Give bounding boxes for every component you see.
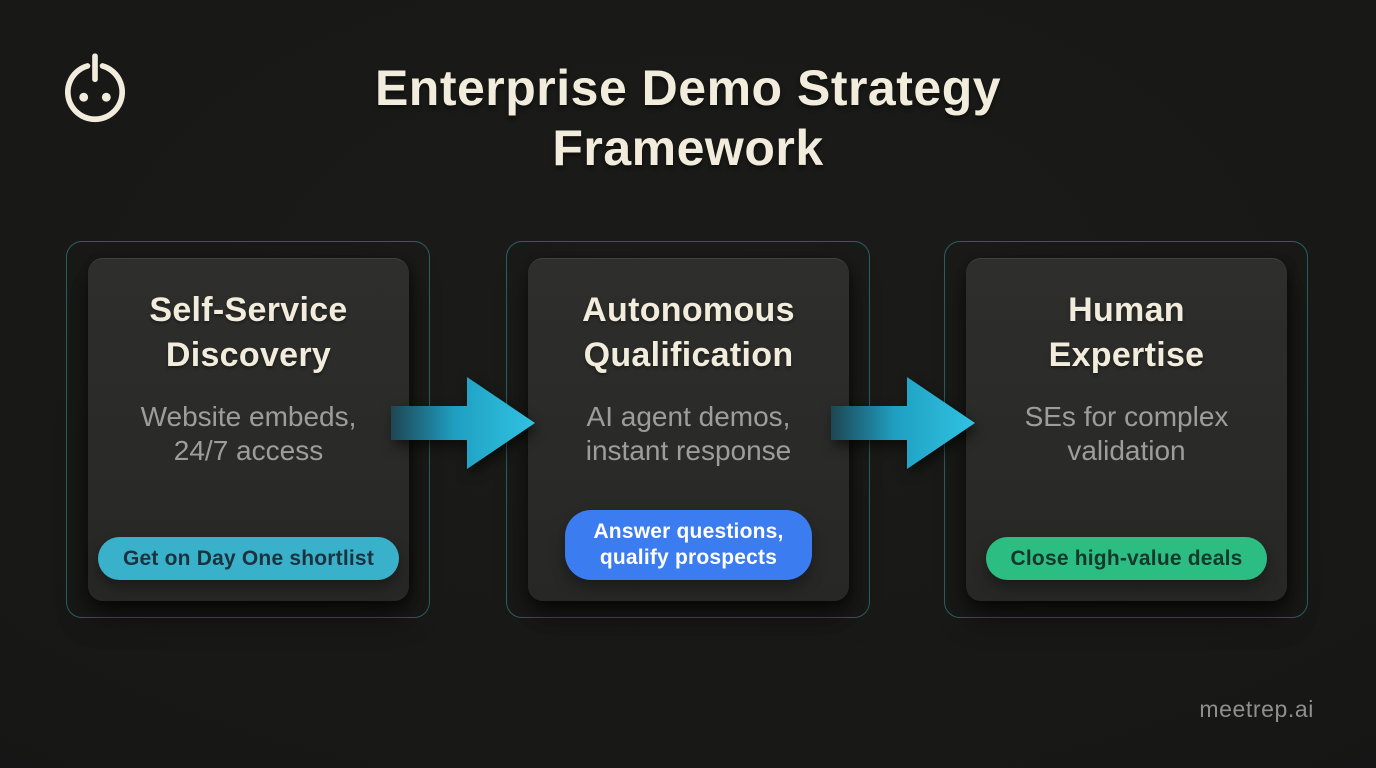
card-autonomous-qualification: Autonomous Qualification AI agent demos,… [506, 241, 870, 618]
card-title-line2: Discovery [165, 336, 332, 374]
card-desc-line1: AI agent demos, [586, 401, 791, 432]
badge-answer-qualify: Answer questions, qualify prospects [565, 510, 812, 580]
card-description: SEs for complex validation [1025, 400, 1229, 468]
card-desc-line2: instant response [585, 435, 792, 466]
card-desc-line2: 24/7 access [173, 435, 324, 466]
page-title: Enterprise Demo Strategy Framework [0, 58, 1376, 178]
card-body: Human Expertise SEs for complex validati… [966, 258, 1287, 601]
card-title-line1: Human [1068, 291, 1185, 329]
flow-arrow-2-icon [831, 377, 975, 469]
card-body: Autonomous Qualification AI agent demos,… [528, 258, 849, 601]
card-title-line1: Self-Service [149, 291, 348, 329]
card-body: Self-Service Discovery Website embeds, 2… [88, 258, 409, 601]
card-title: Autonomous Qualification [582, 288, 795, 378]
brand-watermark: meetrep.ai [1199, 696, 1314, 722]
card-description: Website embeds, 24/7 access [141, 400, 357, 468]
page-title-line1: Enterprise Demo Strategy [374, 60, 1002, 116]
card-title-line1: Autonomous [582, 291, 795, 329]
card-title-line2: Expertise [1048, 336, 1205, 374]
badge-line2: qualify prospects [599, 546, 778, 569]
badge-day-one-shortlist: Get on Day One shortlist [98, 537, 400, 580]
card-title: Self-Service Discovery [149, 288, 347, 378]
flow-arrow-1-icon [391, 377, 535, 469]
card-desc-line1: SEs for complex [1024, 401, 1229, 432]
card-title: Human Expertise [1049, 288, 1205, 378]
card-title-line2: Qualification [583, 336, 794, 374]
power-icon [64, 53, 126, 123]
card-self-service-discovery: Self-Service Discovery Website embeds, 2… [66, 241, 430, 618]
card-human-expertise: Human Expertise SEs for complex validati… [944, 241, 1308, 618]
badge-close-deals: Close high-value deals [985, 537, 1268, 580]
page-title-line2: Framework [552, 120, 824, 176]
card-desc-line2: validation [1067, 435, 1186, 466]
card-desc-line1: Website embeds, [140, 401, 357, 432]
card-description: AI agent demos, instant response [586, 400, 791, 468]
badge-line1: Answer questions, [593, 520, 784, 543]
